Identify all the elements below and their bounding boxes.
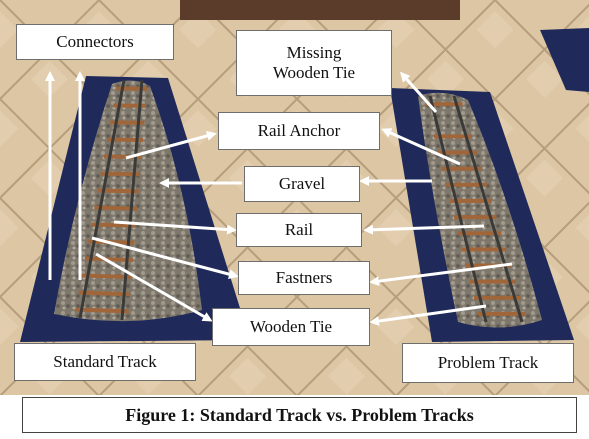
third-track-mat — [540, 28, 589, 92]
arrow-rail-left — [113, 220, 237, 235]
wooden-tie — [81, 273, 132, 280]
fasteners-label: Fastners — [238, 261, 370, 295]
wooden-tie-label: Wooden Tie — [212, 308, 370, 346]
problem-track-label: Problem Track — [402, 343, 574, 383]
missing-wooden-tie-label: Missing Wooden Tie — [236, 30, 392, 96]
figure-caption: Figure 1: Standard Track vs. Problem Tra… — [22, 397, 577, 433]
problem-rail-right — [452, 95, 524, 323]
standard-rail-left — [78, 79, 126, 319]
arrow-wooden-tie-right — [369, 304, 487, 326]
arrow-fasteners-left — [91, 236, 239, 280]
arrow-missing-tie — [399, 71, 438, 114]
floor-rug — [180, 0, 460, 20]
arrow-rail-anchor-right — [381, 128, 461, 166]
rail-anchor-label: Rail Anchor — [218, 112, 380, 150]
arrow-rail-right — [363, 224, 485, 235]
standard-track — [20, 76, 250, 342]
wooden-tie — [84, 256, 134, 262]
arrow-wooden-tie-left — [95, 252, 213, 322]
arrow-rail-anchor-left — [125, 131, 217, 160]
arrow-fasteners-right — [369, 262, 513, 287]
wooden-tie — [78, 290, 131, 297]
problem-rail-left — [428, 95, 488, 323]
problem-track — [390, 88, 574, 342]
gravel-label: Gravel — [244, 166, 360, 202]
callout-arrows — [45, 71, 513, 326]
rail-label: Rail — [236, 213, 362, 247]
wooden-tie — [75, 307, 129, 314]
standard-rail-right — [120, 79, 144, 321]
standard-track-label: Standard Track — [14, 343, 196, 381]
connectors-label: Connectors — [16, 24, 174, 60]
